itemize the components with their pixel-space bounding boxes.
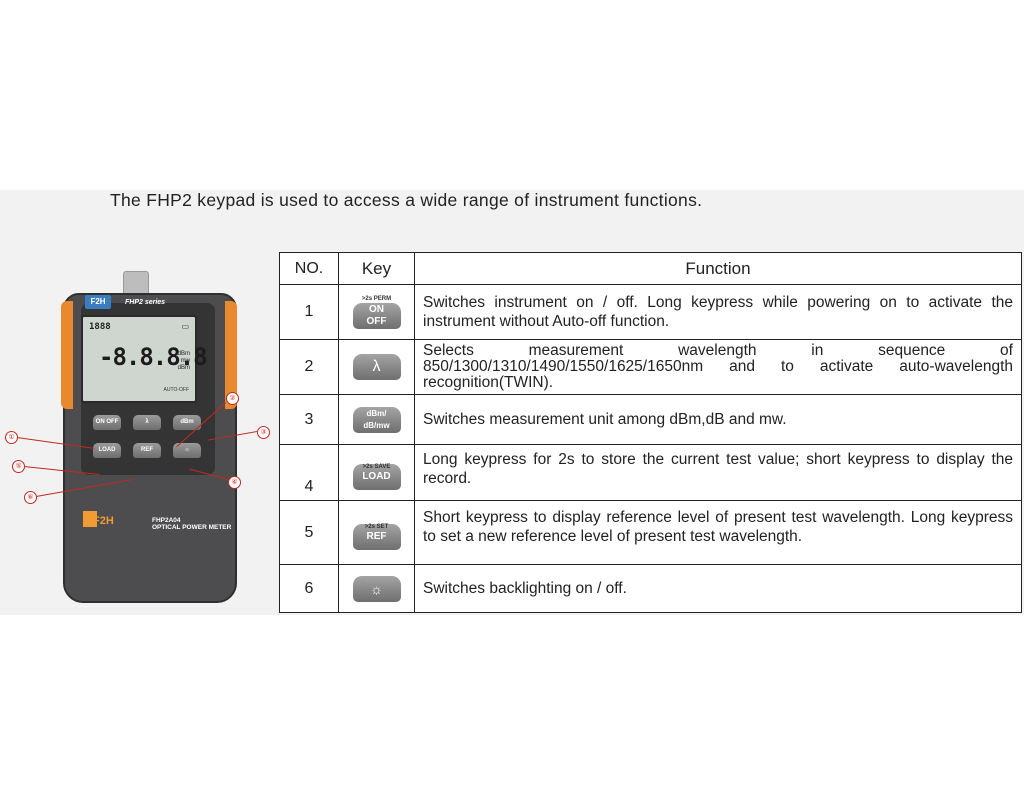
key-top-label: >2s PERM xyxy=(361,296,392,302)
callout-6: ⑥ xyxy=(24,491,37,504)
function-text: Short keypress to display reference leve… xyxy=(414,500,1022,565)
function-text: Switches backlighting on / off. xyxy=(414,564,1022,613)
row-no: 3 xyxy=(279,394,339,445)
table-header-row: NO. Key Function xyxy=(279,252,1022,285)
table-row: 1 >2s PERM ON OFF Switches instrument on… xyxy=(279,284,1022,340)
fiber-connector xyxy=(123,271,149,297)
model-description: OPTICAL POWER METER xyxy=(152,524,232,531)
on-off-key-icon: >2s PERM ON OFF xyxy=(352,296,401,329)
load-key-icon: >2s SAVE LOAD xyxy=(352,463,401,490)
row-no: 2 xyxy=(279,339,339,395)
key-label-1: dBm/ xyxy=(366,408,387,418)
device-key-lambda: λ xyxy=(133,415,161,430)
table-row: 5 >2s SET REF Short keypress to display … xyxy=(279,500,1022,565)
lcd-screen: 1888 ▭ -8.8.8.8 dBm mw dBm AUTO-OFF xyxy=(81,315,208,403)
lcd-top-readout: 1888 xyxy=(89,322,111,332)
key-label-1: ☼ xyxy=(370,580,383,597)
model-label: FHP2A04 OPTICAL POWER METER xyxy=(152,517,231,531)
key-cell: >2s PERM ON OFF xyxy=(338,284,415,340)
table-row: 2 λ Selects measurement wavelength in se… xyxy=(279,339,1022,395)
function-text: Switches instrument on / off. Long keypr… xyxy=(414,284,1022,340)
key-cell: λ xyxy=(338,339,415,395)
lcd-unit-2: mw xyxy=(180,358,190,364)
model-number: FHP2A04 xyxy=(152,517,181,524)
unit-key-icon: dBm/ dB/mw xyxy=(352,406,401,433)
key-label-2: dB/mw xyxy=(363,420,390,430)
ref-key-icon: >2s SET REF xyxy=(352,523,401,550)
keypad-function-table: NO. Key Function 1 >2s PERM ON OFF Switc… xyxy=(279,252,1022,613)
lcd-unit-1: dBm xyxy=(177,351,190,357)
key-top-label: >2s SET xyxy=(364,523,389,530)
key-label-1: LOAD xyxy=(362,470,391,482)
device-key-load: LOAD xyxy=(93,443,121,458)
backlight-key-icon: ☼ xyxy=(352,575,401,602)
row-no: 1 xyxy=(279,284,339,340)
key-cell: dBm/ dB/mw xyxy=(338,394,415,445)
header-no: NO. xyxy=(279,252,339,285)
left-bumper xyxy=(61,301,73,409)
lcd-digits: -8.8.8.8 xyxy=(99,343,208,371)
header-function: Function xyxy=(414,252,1022,285)
key-cell: >2s SAVE LOAD xyxy=(338,444,415,501)
brand-badge: F2H xyxy=(85,295,111,309)
table-row: 4 >2s SAVE LOAD Long keypress for 2s to … xyxy=(279,444,1022,501)
lambda-key-icon: λ xyxy=(352,354,401,380)
key-cell: ☼ xyxy=(338,564,415,613)
device-key-on-off: ON OFF xyxy=(93,415,121,430)
logo-text: F2H xyxy=(93,515,114,527)
key-cell: >2s SET REF xyxy=(338,500,415,565)
battery-icon: ▭ xyxy=(181,322,189,331)
row-no: 4 xyxy=(279,444,339,501)
right-bumper xyxy=(225,301,237,409)
lcd-unit-3: dBm xyxy=(177,365,190,371)
device-key-backlight: ☼ xyxy=(173,443,201,458)
function-text: Switches measurement unit among dBm,dB a… xyxy=(414,394,1022,445)
lcd-units: dBm mw dBm xyxy=(178,351,190,372)
f2h-logo-icon xyxy=(83,511,97,527)
key-label-1: λ xyxy=(372,358,381,375)
callout-3: ③ xyxy=(257,426,270,439)
function-text: Selects measurement wavelength in sequen… xyxy=(414,339,1022,395)
power-meter-illustration: F2H FHP2 series 1888 ▭ -8.8.8.8 dBm mw d… xyxy=(55,265,255,605)
key-label-1: ON xyxy=(369,304,384,315)
key-label-2: OFF xyxy=(366,316,387,327)
lcd-auto-off: AUTO-OFF xyxy=(163,387,189,393)
key-top-label: >2s SAVE xyxy=(362,463,391,470)
table-row: 3 dBm/ dB/mw Switches measurement unit a… xyxy=(279,394,1022,445)
callout-4: ④ xyxy=(228,476,241,489)
callout-2: ② xyxy=(226,392,239,405)
table-row: 6 ☼ Switches backlighting on / off. xyxy=(279,564,1022,613)
key-label-1: REF xyxy=(366,530,387,542)
row-no: 6 xyxy=(279,564,339,613)
device-key-unit: dBm xyxy=(173,415,201,430)
header-key: Key xyxy=(338,252,415,285)
function-text: Long keypress for 2s to store the curren… xyxy=(414,444,1022,501)
intro-text: The FHP2 keypad is used to access a wide… xyxy=(110,190,703,210)
series-label: FHP2 series xyxy=(125,299,166,306)
device-keypad: ON OFF λ dBm LOAD REF ☼ xyxy=(89,407,207,473)
row-no: 5 xyxy=(279,500,339,565)
device-key-ref: REF xyxy=(133,443,161,458)
